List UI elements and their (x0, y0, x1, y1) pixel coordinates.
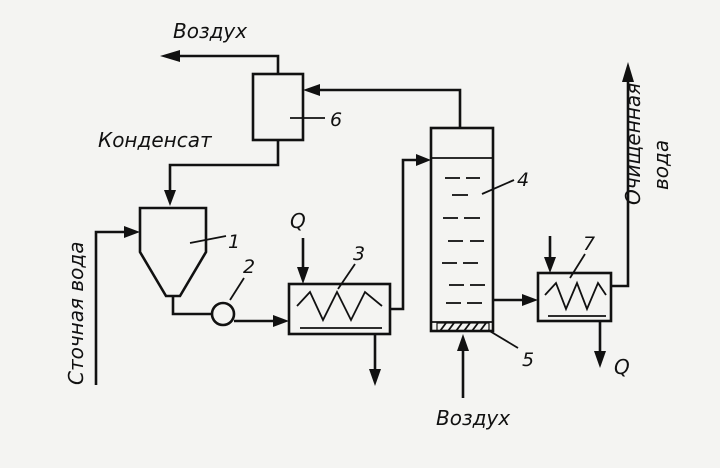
wastewater-line (94, 230, 125, 385)
air-in-label: Воздух (436, 406, 510, 430)
leader-1 (189, 235, 227, 244)
unit-number-4: 4 (517, 169, 529, 191)
heat-in-arrow (297, 267, 309, 284)
treated-water-arrow (622, 62, 634, 82)
unit-number-3: 3 (353, 243, 365, 265)
air-out-label: Воздух (173, 19, 247, 43)
condensate-line (168, 140, 280, 192)
air-inlet-arrow (457, 334, 469, 351)
drain-3-arrow (369, 369, 381, 386)
unit-number-5: 5 (522, 349, 534, 371)
leader-4 (481, 179, 515, 195)
condensate-label: Конденсат (98, 128, 213, 152)
heat-in-label: Q (290, 209, 306, 233)
coil-3 (296, 289, 383, 323)
vapour-line (318, 88, 462, 128)
pump-to-3-arrow (273, 315, 289, 327)
coil-7 (544, 280, 607, 312)
unit-number-6: 6 (330, 109, 342, 131)
leader-7 (569, 253, 586, 279)
wastewater-label: Сточная вода (64, 242, 88, 386)
vapour-arrow (303, 84, 320, 96)
leader-3 (337, 263, 356, 290)
treated-water-label-1: Очищенная (621, 83, 645, 205)
unit-number-2: 2 (243, 256, 255, 278)
heat-out-label: Q (614, 355, 630, 379)
column-4 (429, 126, 495, 333)
coolant-in-arrow (544, 257, 556, 273)
liquid-dashes (442, 177, 485, 304)
air-distributor-5 (436, 322, 490, 332)
three-to-4-arrow (416, 154, 431, 166)
condenser-6 (251, 72, 305, 142)
wastewater-arrow (124, 226, 140, 238)
leader-2 (229, 277, 245, 301)
heat-exchanger-3 (287, 282, 392, 336)
unit-number-1: 1 (228, 231, 240, 253)
unit-number-7: 7 (583, 233, 595, 255)
treated-water-label-2: вода (649, 140, 673, 190)
settler-1 (138, 206, 208, 298)
settler-outlet-line (171, 296, 212, 316)
four-to-7-arrow (522, 294, 538, 306)
air-outlet-arrow (160, 50, 180, 62)
pump-2 (210, 301, 236, 327)
air-outlet-line (175, 54, 280, 74)
heat-out-arrow (594, 351, 606, 368)
treated-water-line (611, 82, 630, 288)
cooler-7 (536, 271, 613, 323)
leader-5 (487, 329, 519, 349)
condensate-arrow (164, 190, 176, 206)
three-to-4-line (390, 158, 418, 311)
